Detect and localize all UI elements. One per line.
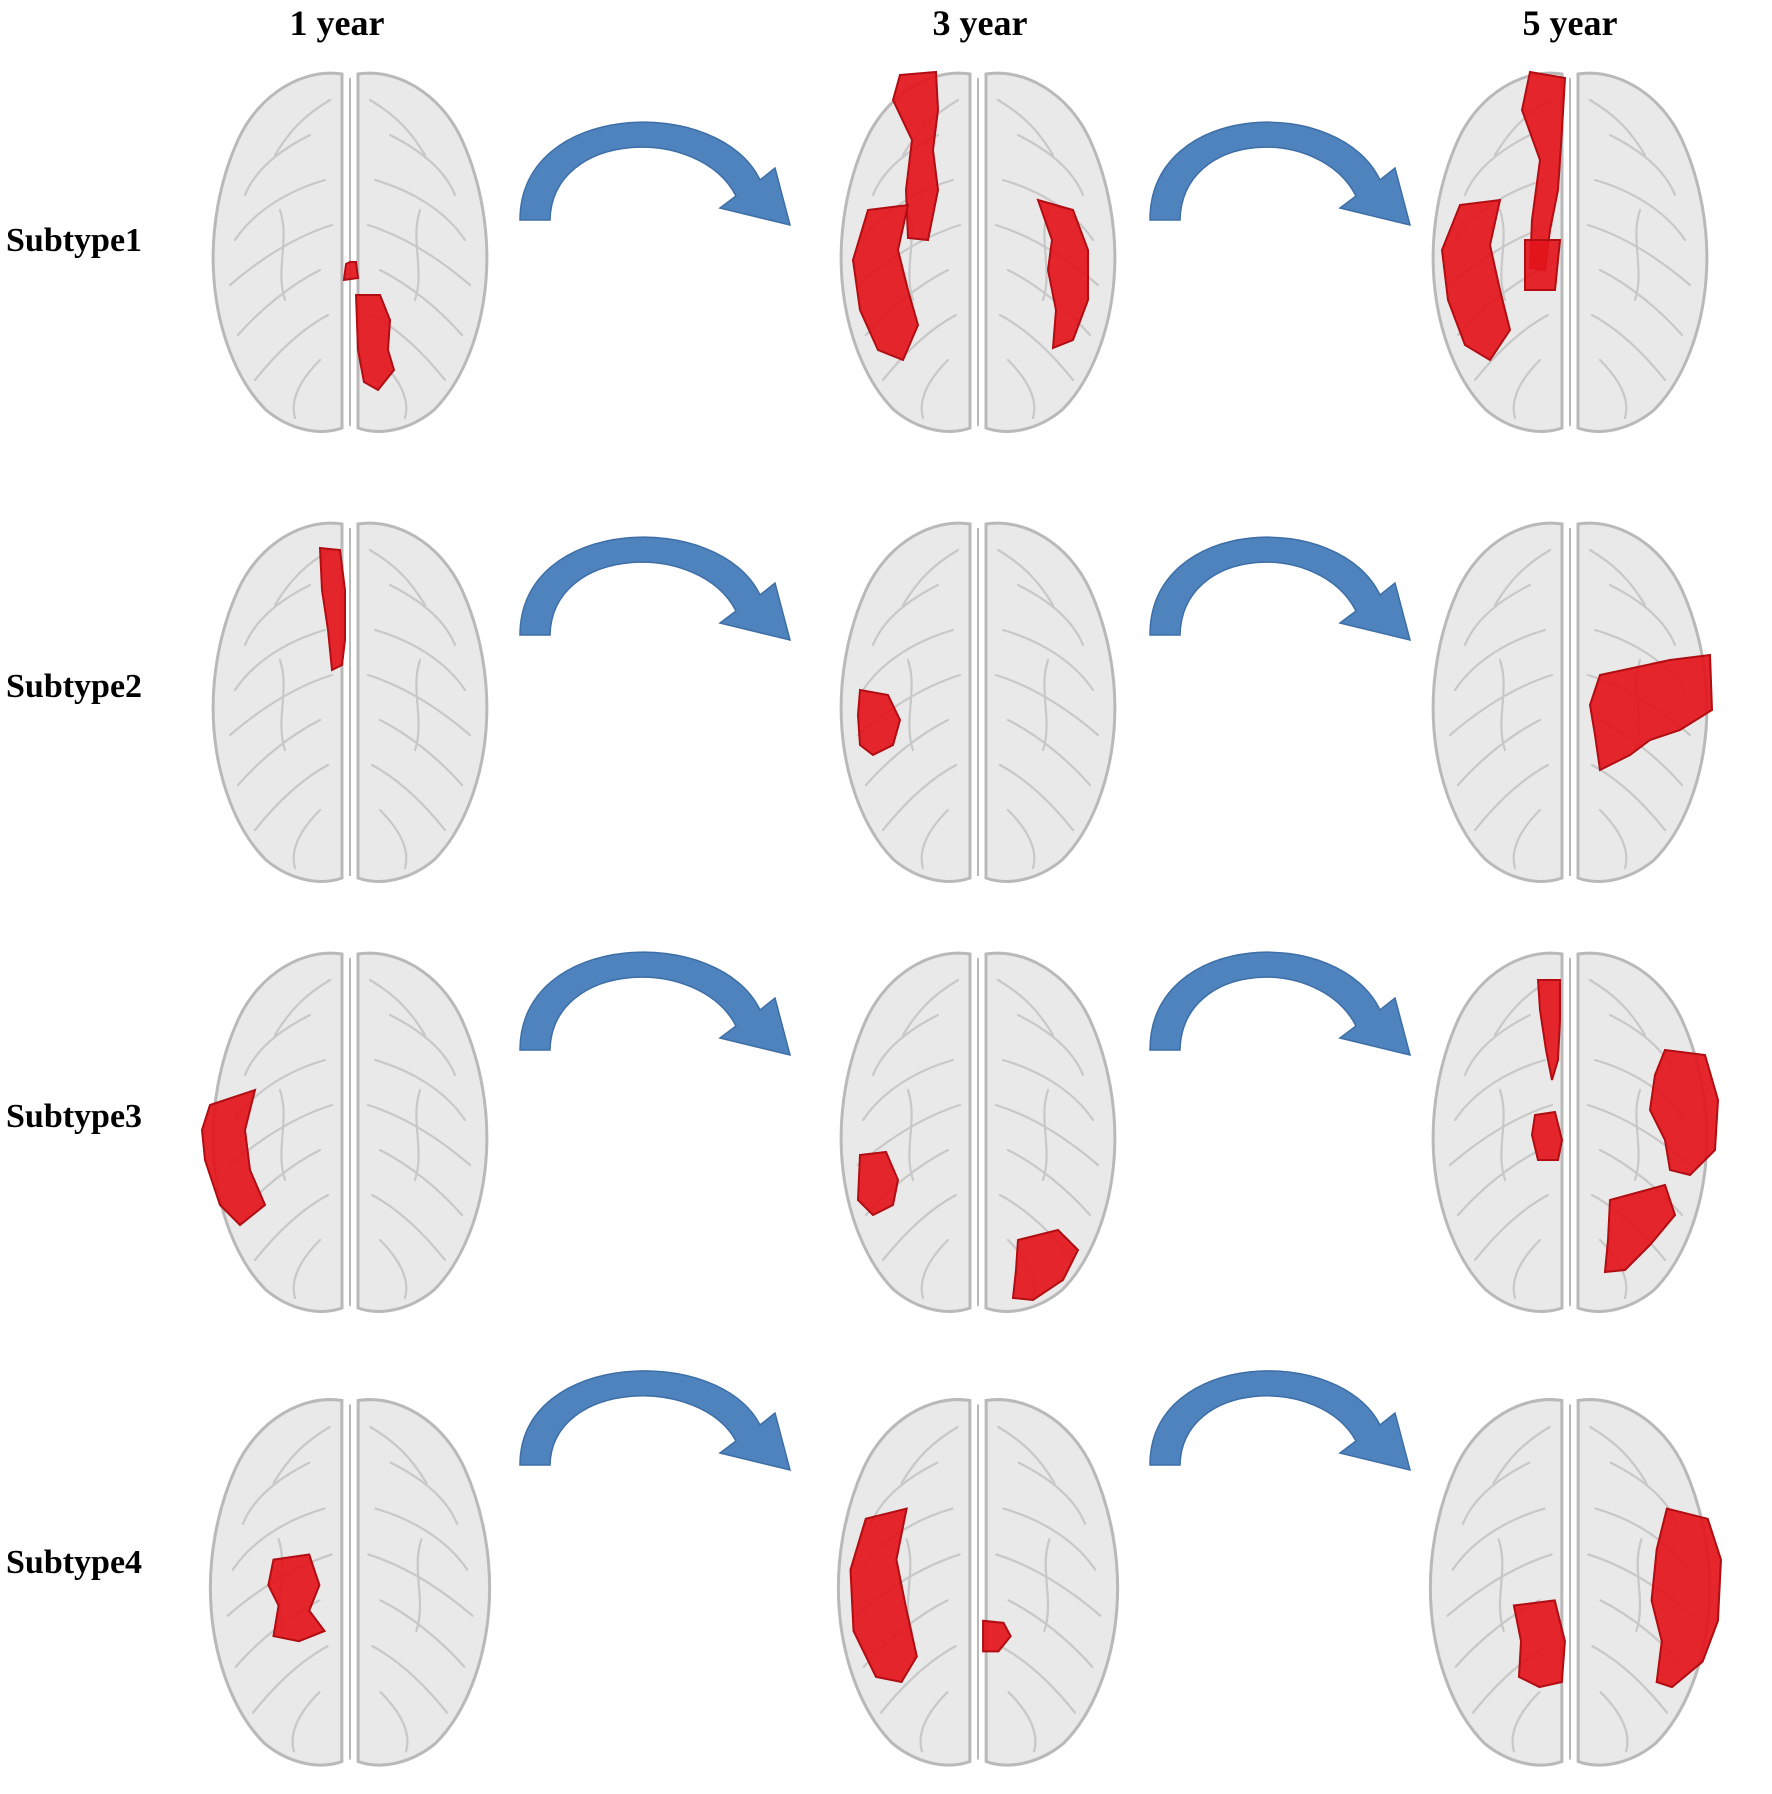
brain-axial-view-icon-subtype1-2 [1431,71,1709,433]
brain-axial-view-icon-subtype3-0 [211,951,489,1313]
highlighted-region-subtype2-col0-8 [318,546,346,672]
highlighted-region-subtype3-col1-13 [1011,1228,1080,1302]
brain-axial-view-icon-subtype2-0 [211,521,489,883]
highlighted-region-subtype1-col0-0 [354,294,396,392]
row-label-subtype1: Subtype1 [6,222,143,259]
highlighted-region-subtype1-col0-1 [342,261,360,282]
curved-arrow-icon-subtype4-1 [1149,1370,1412,1472]
highlighted-region-subtype3-col0-11 [200,1088,267,1227]
highlighted-region-subtype4-col1-20 [982,1619,1012,1653]
curved-arrow-icon-subtype3-0 [519,951,792,1057]
highlighted-region-subtype3-col2-17 [1603,1183,1677,1274]
curved-arrow-icon-subtype2-0 [519,536,792,642]
brain-axial-view-icon-subtype3-1 [839,951,1117,1313]
brain-axial-view-icon-subtype1-1 [839,71,1117,433]
row-label-subtype4: Subtype4 [6,1544,143,1581]
highlighted-region-subtype4-col1-19 [849,1507,918,1684]
highlighted-region-subtype4-col2-22 [1512,1599,1566,1689]
column-label-3-year: 3 year [932,3,1028,43]
row-label-subtype2: Subtype2 [6,668,143,705]
curved-arrow-icon-subtype1-0 [519,121,792,227]
brain-axial-view-icon-subtype1-0 [211,71,489,433]
highlighted-region-subtype2-col2-10 [1588,653,1714,772]
curved-arrow-icon-subtype4-0 [519,1370,792,1472]
column-label-5-year: 5 year [1522,3,1618,43]
row-label-subtype3: Subtype3 [6,1098,143,1135]
brain-axial-view-icon-subtype2-1 [839,521,1117,883]
brain-axial-view-icon-subtype4-1 [836,1398,1120,1767]
curved-arrow-icon-subtype2-1 [1149,536,1412,642]
curved-arrow-icon-subtype1-1 [1149,121,1412,227]
brain-axial-view-icon-subtype2-2 [1431,521,1709,883]
highlighted-region-subtype3-col2-15 [1530,1110,1564,1161]
highlighted-region-subtype1-col1-4 [1036,198,1089,350]
brain-axial-view-icon-subtype4-2 [1428,1398,1712,1767]
highlighted-region-subtype4-col0-18 [267,1553,327,1643]
column-label-1-year: 1 year [289,3,385,43]
curved-arrow-icon-subtype3-1 [1149,951,1412,1057]
highlighted-region-subtype3-col1-12 [856,1150,900,1217]
brain-axial-view-icon-subtype4-0 [208,1398,492,1767]
highlighted-region-subtype1-col2-6 [1440,198,1512,362]
highlighted-region-subtype1-col2-7 [1524,239,1562,291]
highlighted-region-subtype1-col1-2 [891,70,940,242]
highlighted-region-subtype3-col2-14 [1536,979,1561,1081]
highlighted-region-subtype2-col1-9 [856,688,902,757]
brain-axial-view-icon-subtype3-2 [1431,951,1709,1313]
highlighted-region-subtype4-col2-21 [1650,1507,1722,1689]
highlighted-region-subtype3-col2-16 [1648,1048,1720,1177]
highlighted-region-subtype1-col1-3 [851,203,920,362]
